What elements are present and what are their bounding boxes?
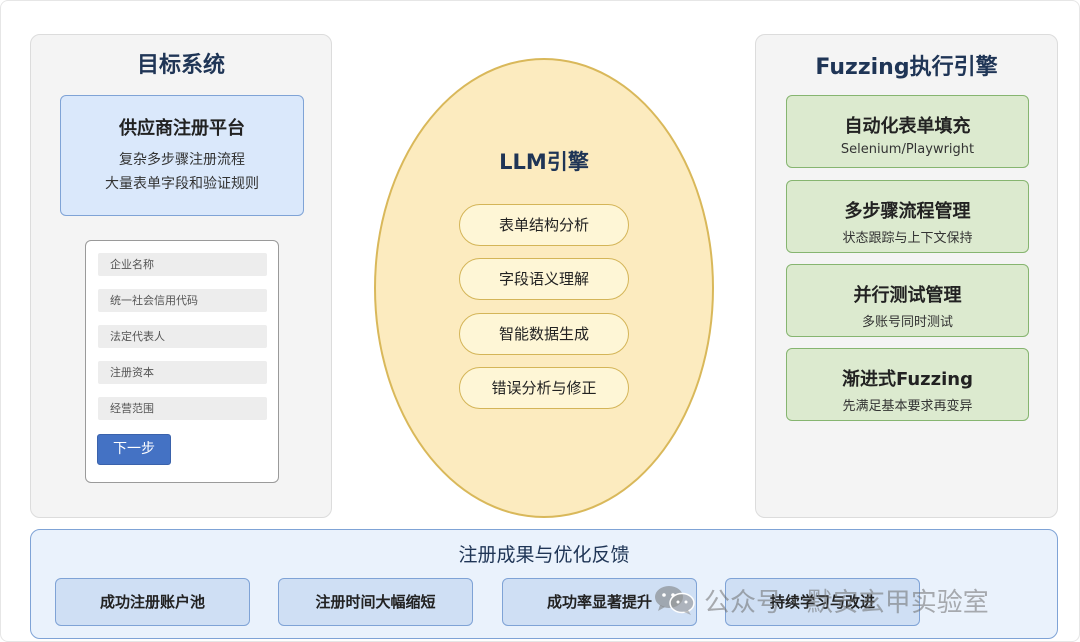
fuzzing-item-form-filling: 自动化表单填充 Selenium/Playwright	[786, 95, 1029, 168]
llm-engine-title: LLM引擎	[499, 150, 589, 174]
fuzzing-item-title: 并行测试管理	[853, 285, 962, 306]
llm-item-form-structure: 表单结构分析	[459, 204, 629, 246]
field-company-name[interactable]: 企业名称	[98, 253, 267, 276]
field-business-scope[interactable]: 经营范围	[98, 397, 267, 420]
result-time-reduced: 注册时间大幅缩短	[278, 578, 473, 626]
field-registered-capital[interactable]: 注册资本	[98, 361, 267, 384]
fuzzing-item-subtitle: 状态跟踪与上下文保持	[842, 231, 973, 246]
llm-item-error-analysis: 错误分析与修正	[459, 367, 629, 409]
fuzzing-item-title: 自动化表单填充	[844, 116, 971, 137]
target-system-panel: 目标系统 供应商注册平台 复杂多步骤注册流程 大量表单字段和验证规则 企业名称 …	[30, 34, 332, 518]
fuzzing-item-flow-management: 多步骤流程管理 状态跟踪与上下文保持	[786, 180, 1029, 253]
result-continuous-learning: 持续学习与改进	[725, 578, 920, 626]
watermark-text: 公众号 · 默安玄甲实验室	[704, 587, 989, 618]
fuzzing-item-subtitle: 先满足基本要求再变异	[842, 399, 973, 414]
vendor-platform-line-1: 复杂多步骤注册流程	[119, 152, 245, 168]
field-legal-representative[interactable]: 法定代表人	[98, 325, 267, 348]
fuzzing-item-title: 渐进式Fuzzing	[841, 369, 974, 390]
wechat-icon	[654, 584, 696, 616]
result-account-pool: 成功注册账户池	[55, 578, 250, 626]
results-panel: 注册成果与优化反馈 成功注册账户池 注册时间大幅缩短 成功率显著提升 持续学习与…	[30, 529, 1058, 639]
vendor-platform-box: 供应商注册平台 复杂多步骤注册流程 大量表单字段和验证规则	[60, 95, 304, 216]
vendor-platform-title: 供应商注册平台	[119, 118, 245, 139]
fuzzing-item-subtitle: Selenium/Playwright	[840, 142, 975, 157]
fuzzing-engine-title: Fuzzing执行引擎	[815, 55, 998, 80]
fuzzing-item-progressive: 渐进式Fuzzing 先满足基本要求再变异	[786, 348, 1029, 421]
next-step-button[interactable]: 下一步	[97, 434, 171, 465]
llm-item-data-generation: 智能数据生成	[459, 313, 629, 355]
llm-item-field-semantics: 字段语义理解	[459, 258, 629, 300]
fuzzing-item-title: 多步骤流程管理	[844, 201, 971, 222]
fuzzing-engine-panel: Fuzzing执行引擎 自动化表单填充 Selenium/Playwright …	[755, 34, 1058, 518]
fuzzing-item-parallel-testing: 并行测试管理 多账号同时测试	[786, 264, 1029, 337]
watermark: 公众号 · 默安玄甲实验室	[654, 580, 989, 620]
registration-form-mock: 企业名称 统一社会信用代码 法定代表人 注册资本 经营范围 下一步	[85, 240, 279, 483]
vendor-platform-line-2: 大量表单字段和验证规则	[105, 176, 259, 192]
fuzzing-item-subtitle: 多账号同时测试	[861, 315, 953, 330]
llm-engine-ellipse	[374, 58, 714, 518]
field-credit-code[interactable]: 统一社会信用代码	[98, 289, 267, 312]
target-system-title: 目标系统	[136, 53, 225, 78]
results-title: 注册成果与优化反馈	[458, 544, 630, 566]
